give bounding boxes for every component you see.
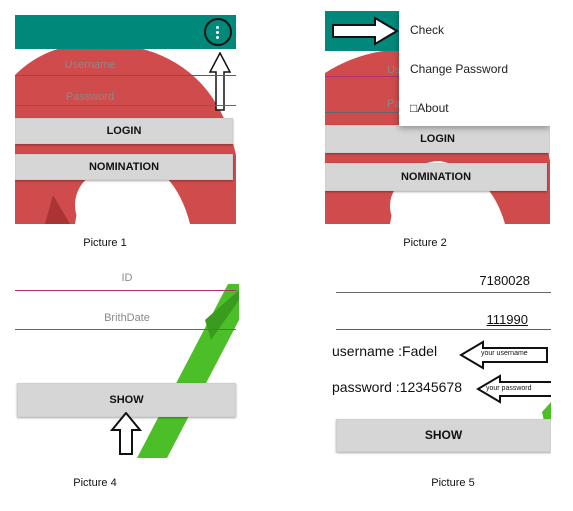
password-note: your password — [486, 385, 532, 392]
screenshot-picture-2: Us Pa LOGIN NOMINATION Check Change Pass… — [325, 11, 550, 224]
birthdate-underline — [336, 329, 551, 330]
username-field[interactable]: Username — [64, 59, 116, 71]
arrow-up-icon — [208, 52, 232, 111]
arrow-right-icon — [332, 16, 399, 46]
arrow-left-icon — [459, 340, 548, 370]
nomination-button[interactable]: NOMINATION — [325, 163, 547, 191]
birthdate-field[interactable]: BrithDate — [104, 312, 150, 324]
password-field-partial[interactable]: Pa — [387, 98, 401, 110]
id-value[interactable]: 7180028 — [479, 273, 530, 288]
more-vert-icon — [216, 26, 219, 41]
login-button[interactable]: LOGIN — [15, 118, 233, 144]
password-field[interactable]: Password — [65, 91, 115, 103]
show-button[interactable]: SHOW — [336, 419, 551, 452]
overflow-menu: Check Change Password □About — [399, 11, 550, 126]
username-result: username :Fadel — [332, 343, 438, 359]
username-note: your username — [481, 350, 528, 357]
arrow-up-icon — [110, 412, 142, 455]
username-field-partial[interactable]: Us — [387, 64, 401, 76]
id-field[interactable]: ID — [121, 272, 133, 284]
menu-item-check[interactable]: Check — [410, 23, 445, 37]
menu-item-about[interactable]: □About — [410, 101, 449, 115]
caption-picture-2: Picture 2 — [403, 237, 447, 249]
caption-picture-5: Picture 5 — [431, 477, 475, 489]
login-button[interactable]: LOGIN — [325, 125, 550, 153]
password-underline — [15, 105, 236, 106]
overflow-menu-button[interactable] — [204, 18, 232, 46]
show-button[interactable]: SHOW — [17, 383, 236, 417]
screenshot-picture-5: 7180028 111990 username :Fadel your user… — [332, 262, 551, 464]
caption-picture-4: Picture 4 — [73, 477, 117, 489]
arrow-left-icon — [476, 374, 551, 404]
username-underline — [15, 75, 236, 76]
birthdate-underline — [15, 329, 236, 330]
birthdate-value[interactable]: 111990 — [486, 312, 528, 327]
caption-picture-1: Picture 1 — [83, 237, 127, 249]
screenshot-picture-1: Username Password LOGIN NOMINATION — [15, 15, 236, 224]
id-underline — [336, 292, 551, 293]
id-underline — [15, 290, 236, 291]
nomination-button[interactable]: NOMINATION — [15, 154, 233, 180]
password-result: password :12345678 — [332, 379, 462, 395]
screenshot-picture-4: ID BrithDate SHOW — [15, 260, 239, 458]
menu-item-change-password[interactable]: Change Password — [410, 62, 509, 76]
app-toolbar — [15, 15, 236, 49]
